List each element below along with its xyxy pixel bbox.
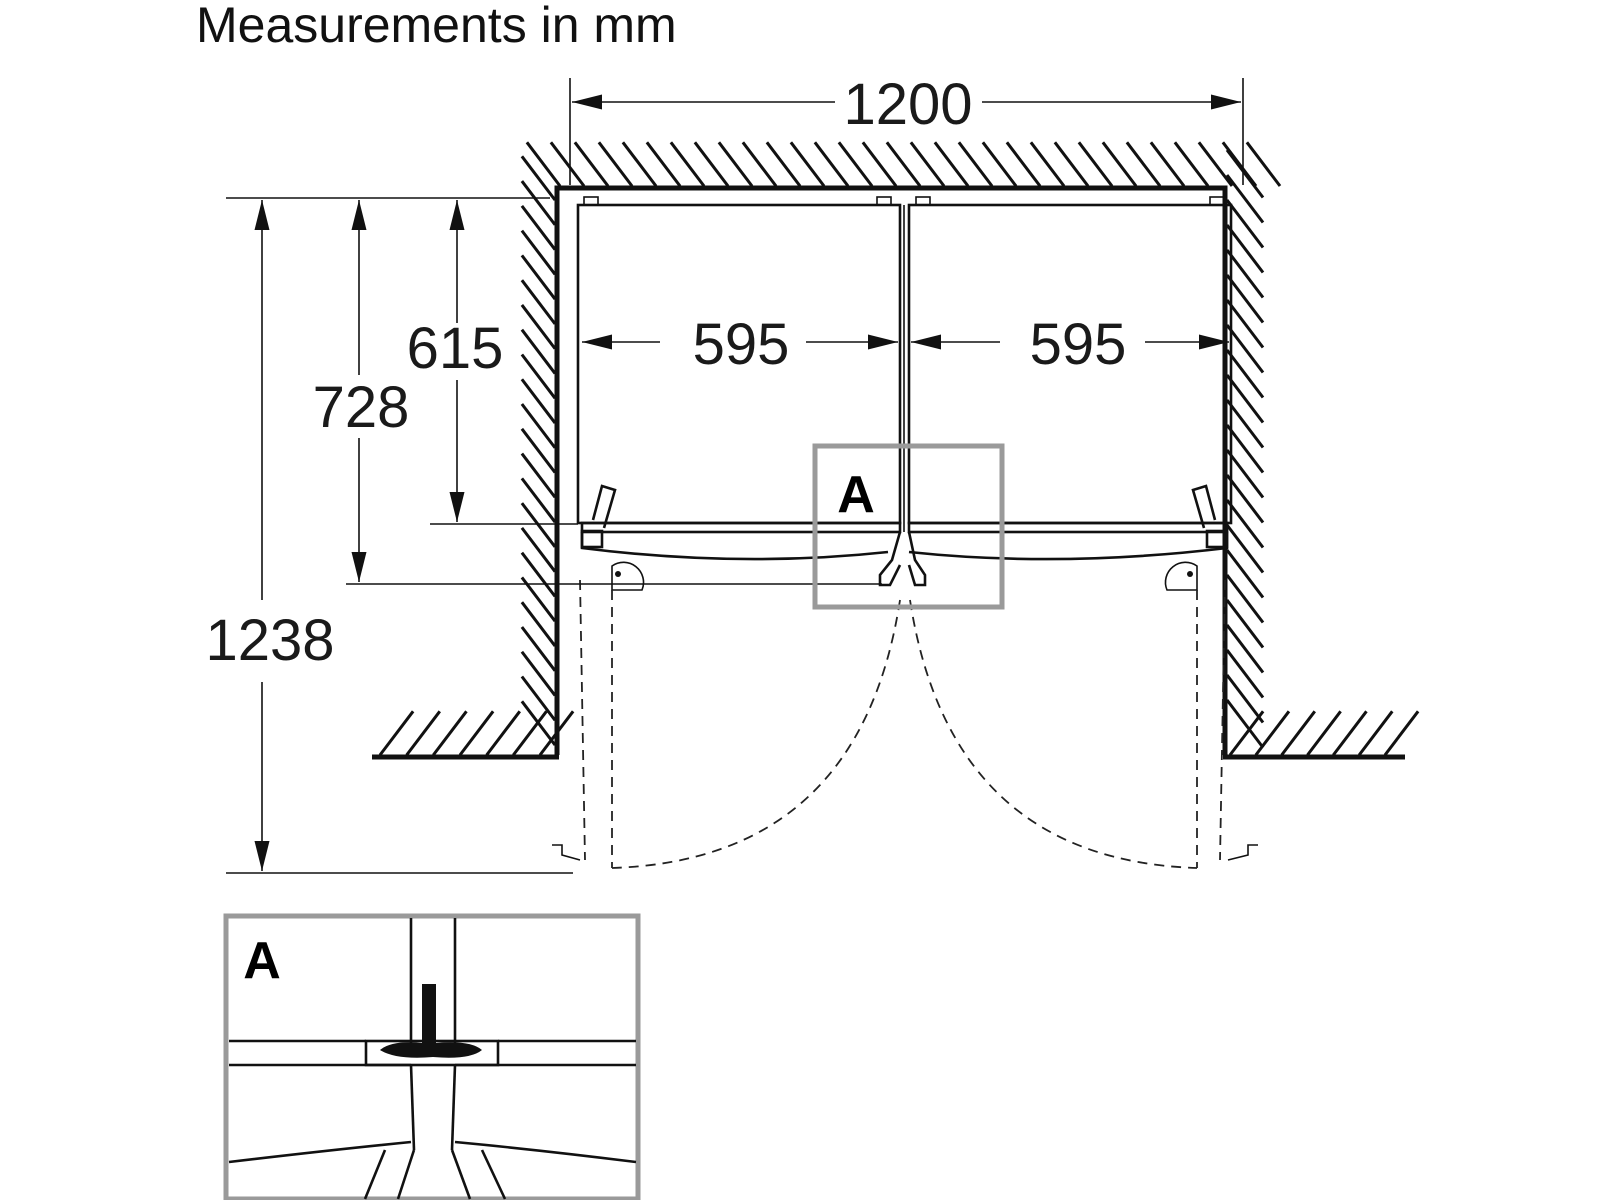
dimension-left-width: 595 [582,312,898,377]
dimension-total-width: 1200 [569,72,1244,185]
detail-marker-a-label: A [837,466,875,524]
detail-inset-label: A [243,932,281,990]
dimension-depth-doors: 728 [313,200,410,582]
detail-marker-a: A [812,443,1005,610]
dimension-depth-body: 615 [407,200,504,522]
dimension-depth-body-label: 615 [407,316,504,381]
dimension-right-width-label: 595 [1030,312,1127,377]
door-swing-left [552,579,901,869]
dimension-depth-doors-label: 728 [313,375,410,440]
dimension-depth-open: 1238 [205,200,335,871]
left-hinge [580,484,645,591]
dimension-depth-open-label: 1238 [205,608,334,673]
dimension-total-width-label: 1200 [843,72,972,137]
right-hinge [1164,484,1229,591]
dimension-left-width-label: 595 [693,312,790,377]
right-cabinet [907,196,1233,561]
wall-top [372,141,1420,760]
left-cabinet [576,196,902,561]
depth-extension-lines [226,197,882,874]
door-swing-right [909,579,1258,869]
center-mullion [878,205,927,587]
detail-inset: A [223,913,641,1200]
diagram-title: Measurements in mm [196,0,677,53]
dimension-right-width: 595 [911,312,1229,377]
